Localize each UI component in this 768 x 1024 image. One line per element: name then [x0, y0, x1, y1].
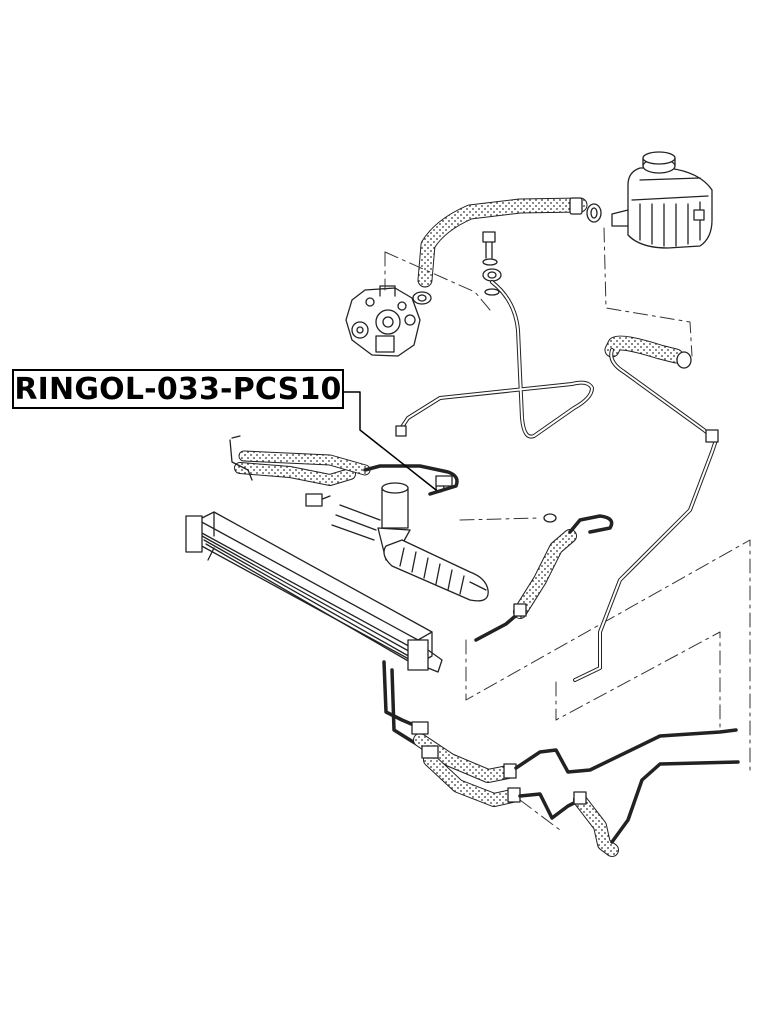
part-number-label: RINGOL-033-PCS10 — [12, 369, 344, 409]
steering-pump — [345, 285, 421, 357]
callout-leader — [343, 391, 437, 491]
cooler-return-hoses — [382, 660, 740, 857]
suction-hose — [412, 197, 602, 305]
oil-cooler — [185, 511, 443, 673]
fluid-reservoir — [611, 151, 713, 249]
pressure-hose-right — [474, 513, 614, 642]
pressure-line — [395, 280, 594, 439]
reference-lines — [384, 227, 751, 831]
rack-feed-hose — [229, 435, 459, 507]
return-pipe — [573, 335, 719, 682]
steering-rack — [331, 475, 489, 602]
